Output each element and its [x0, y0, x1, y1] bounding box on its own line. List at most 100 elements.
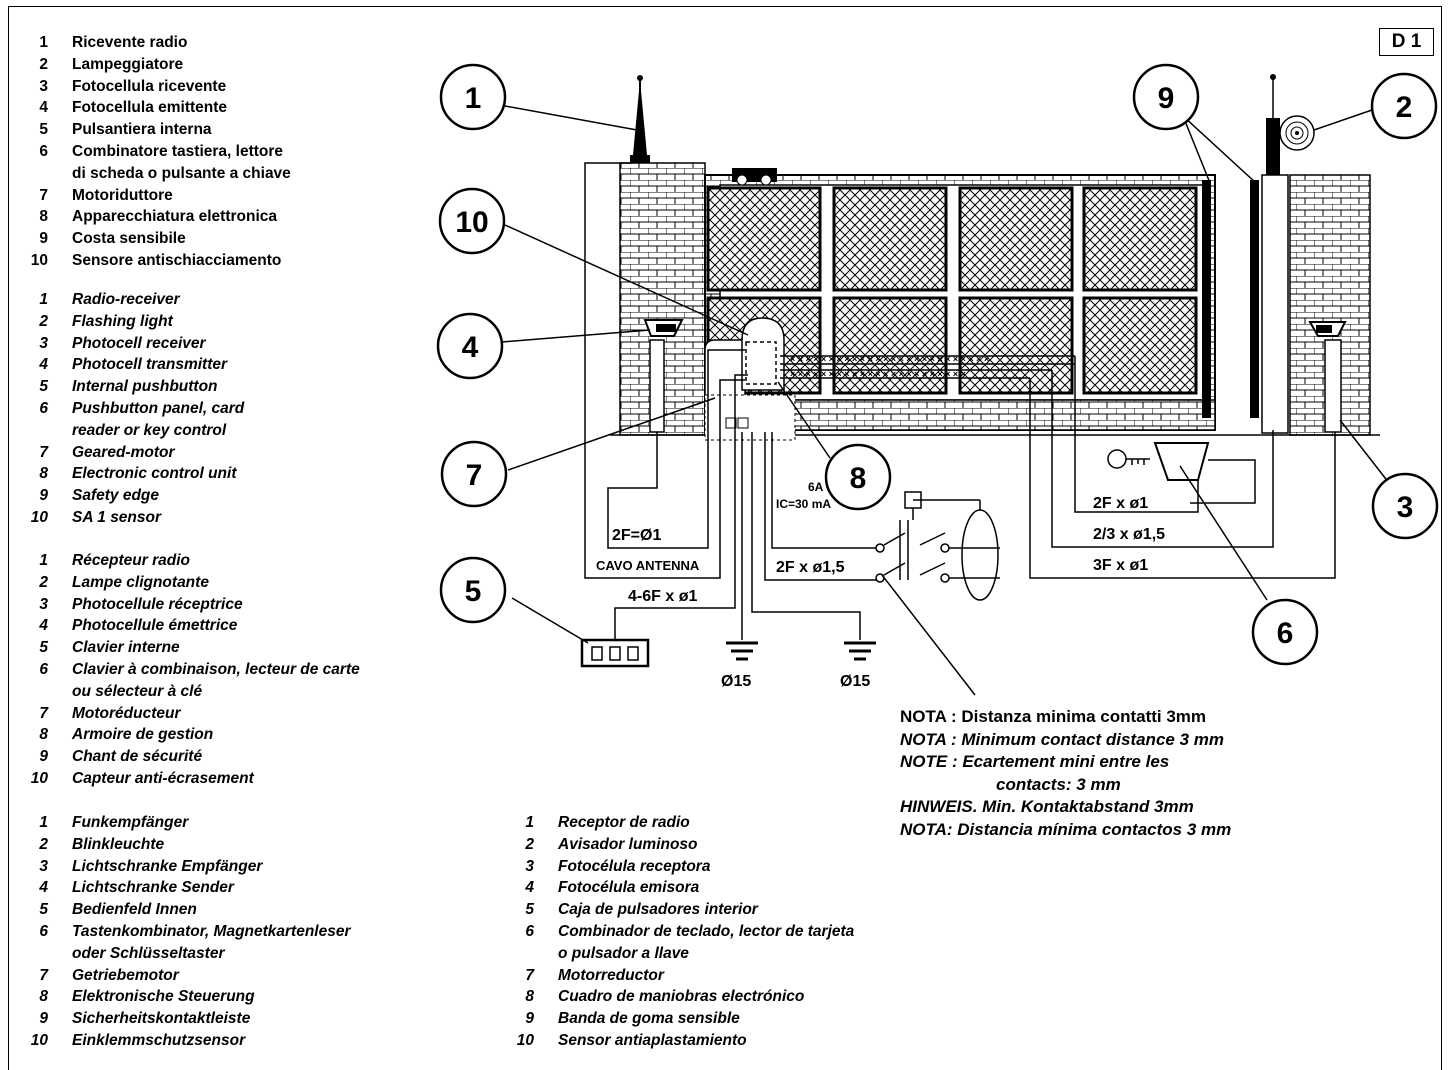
legend-item-label: Electronic control unit: [72, 465, 237, 483]
svg-text:2: 2: [1396, 91, 1413, 124]
svg-text:10: 10: [455, 206, 488, 239]
legend-item-number: 6: [39, 660, 48, 678]
legend-item-label: Clavier à combinaison, lecteur de carte: [72, 660, 360, 678]
legend-item-number: 3: [39, 857, 48, 875]
legend-item-label: Fotocélula receptora: [558, 857, 711, 875]
legend-item-label: Bedienfeld Innen: [72, 901, 197, 919]
svg-text:7: 7: [466, 459, 483, 492]
legend-item-label: Tastenkombinator, Magnetkartenleser: [72, 922, 351, 940]
gate-post: [1261, 174, 1289, 434]
note-french-cont: contacts: 3 mm: [996, 774, 1121, 794]
legend-item: 9 Chant de sécurité: [14, 746, 360, 768]
legend-item-number: 5: [525, 901, 534, 919]
safety-edge-right: [1250, 180, 1259, 418]
legend-item-number: 7: [39, 966, 48, 984]
legend-item-number: 3: [525, 857, 534, 875]
legend-item-number: 9: [39, 748, 48, 766]
circuit-breaker-icon: [875, 491, 1000, 601]
legend-item-label: Safety edge: [72, 487, 160, 505]
legend-item-label: Clavier interne: [72, 639, 180, 657]
legend-item-continuation: oder Schlüsseltaster: [72, 944, 225, 962]
legend-item-label: Lampeggiatore: [72, 55, 184, 73]
label-ground-left: Ø15: [721, 673, 751, 690]
label-23-15: 2/3 x ø1,5: [1093, 526, 1165, 543]
legend-item-number: 6: [39, 399, 48, 417]
label-ic-30ma: IC=30 mA: [776, 497, 831, 511]
legend-item-label: Combinador de teclado, lector de tarjeta: [558, 922, 855, 940]
legend-item-number: 1: [39, 291, 48, 308]
legend-item-label: Flashing light: [72, 312, 173, 330]
svg-text:1: 1: [465, 82, 482, 115]
legend-item-number: 8: [39, 988, 48, 1006]
legend-item-number: 6: [39, 142, 48, 160]
svg-text:5: 5: [465, 575, 482, 608]
legend-item: 5 Caja de pulsadores interior: [500, 899, 854, 921]
svg-text:3: 3: [1397, 491, 1414, 524]
legend-item-label: Combinatore tastiera, lettore: [72, 142, 284, 160]
legend-item-number: 7: [39, 443, 48, 461]
legend-item-label: Fotocellula emittente: [72, 99, 228, 117]
legend-item: 2 Blinkleuchte: [14, 834, 351, 856]
legend-item-number: 9: [525, 1010, 534, 1028]
callout-leaders: [501, 105, 1390, 696]
legend-item-number: 4: [525, 879, 534, 897]
svg-text:6: 6: [1277, 617, 1294, 650]
conduit-marks: × × × × × × × × × × × × × × × × × × × × …: [790, 354, 989, 379]
legend-item-label: Chant de sécurité: [72, 748, 203, 766]
callout-3: 3: [1371, 472, 1439, 540]
legend-item-label: Sicherheitskontaktleiste: [72, 1010, 251, 1028]
legend-item-number: 8: [39, 208, 48, 226]
callout-4: 4: [436, 312, 504, 380]
legend-item-number: 1: [39, 552, 48, 569]
legend-item-label: Caja de pulsadores interior: [558, 901, 758, 919]
legend-item-number: 6: [39, 922, 48, 940]
note-english: NOTA : Minimum contact distance 3 mm: [900, 729, 1224, 749]
svg-text:8: 8: [850, 462, 867, 495]
callout-9: 9: [1132, 63, 1200, 131]
legend-item-number: 4: [39, 879, 48, 897]
legend-item: 3 Fotocélula receptora: [500, 856, 854, 878]
legend-item-label: Blinkleuchte: [72, 835, 165, 853]
legend-item-number: 2: [39, 835, 48, 853]
legend-item-number: 7: [525, 966, 534, 984]
legend-item-number: 3: [39, 334, 48, 352]
ground-symbol-right: [844, 641, 876, 661]
legend-item-number: 5: [39, 378, 48, 396]
wiring: [584, 162, 1336, 640]
conduit-lines: [780, 355, 1075, 379]
legend-item-number: 5: [39, 121, 48, 139]
legend-item-number: 4: [39, 99, 48, 117]
legend-item-number: 2: [39, 55, 48, 73]
legend-item-label: Capteur anti-écrasement: [72, 769, 254, 787]
callout-7: 7: [440, 440, 508, 508]
safety-edge-left: [1202, 180, 1211, 418]
antenna-icon: [630, 75, 650, 163]
legend-item-label: Lichtschranke Empfänger: [72, 857, 263, 875]
legend-item: 2 Lampeggiatore: [14, 54, 291, 76]
legend-item-number: 6: [525, 922, 534, 940]
legend-item-number: 9: [39, 1010, 48, 1028]
